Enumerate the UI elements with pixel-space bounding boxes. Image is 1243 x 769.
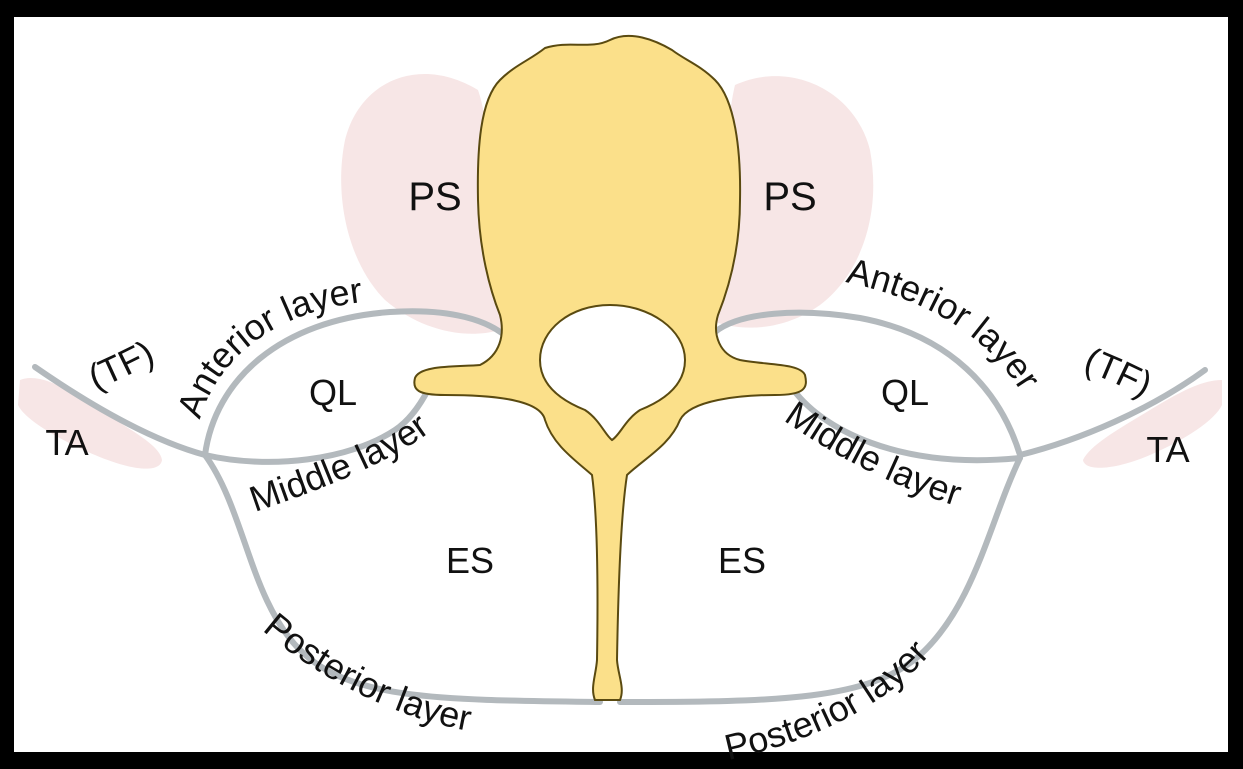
label-ql-left: QL [309, 372, 357, 413]
label-ta-left: TA [45, 422, 88, 463]
label-ql-right: QL [881, 372, 929, 413]
label-ps-left: PS [408, 175, 461, 219]
label-ps-right: PS [763, 175, 816, 219]
label-es-left: ES [446, 540, 494, 581]
label-es-right: ES [718, 540, 766, 581]
label-ta-right: TA [1146, 429, 1189, 470]
